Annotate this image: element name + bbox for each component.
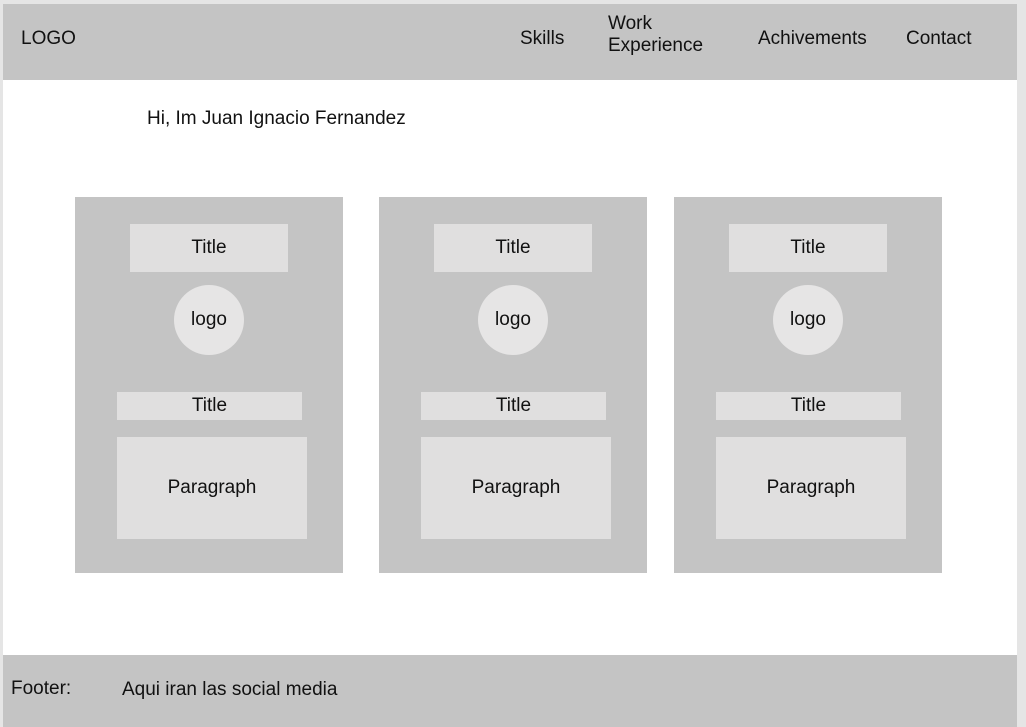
card-logo: logo (478, 285, 548, 355)
nav-link-work-experience[interactable]: Work Experience (608, 13, 704, 56)
nav-link-achievements[interactable]: Achivements (758, 28, 867, 49)
nav-link-contact[interactable]: Contact (906, 28, 972, 49)
hero-greeting: Hi, Im Juan Ignacio Fernandez (147, 108, 406, 129)
card-logo: logo (174, 285, 244, 355)
footer-social-text: Aqui iran las social media (122, 679, 338, 700)
header-bar: LOGO Skills Work Experience Achivements … (3, 4, 1017, 80)
card-title: Title (729, 224, 887, 272)
card-paragraph: Paragraph (421, 437, 611, 539)
project-card[interactable]: Title logo Title Paragraph (674, 197, 942, 573)
nav-link-skills[interactable]: Skills (520, 28, 565, 49)
site-logo[interactable]: LOGO (21, 28, 76, 49)
page-frame: LOGO Skills Work Experience Achivements … (3, 4, 1017, 727)
footer-label: Footer: (11, 678, 72, 699)
card-logo: logo (773, 285, 843, 355)
project-card[interactable]: Title logo Title Paragraph (75, 197, 343, 573)
card-subtitle: Title (421, 392, 606, 420)
card-paragraph: Paragraph (117, 437, 307, 539)
footer-bar: Footer: Aqui iran las social media (3, 655, 1017, 727)
card-title: Title (130, 224, 288, 272)
card-title: Title (434, 224, 592, 272)
card-subtitle: Title (716, 392, 901, 420)
card-paragraph: Paragraph (716, 437, 906, 539)
project-card[interactable]: Title logo Title Paragraph (379, 197, 647, 573)
card-subtitle: Title (117, 392, 302, 420)
